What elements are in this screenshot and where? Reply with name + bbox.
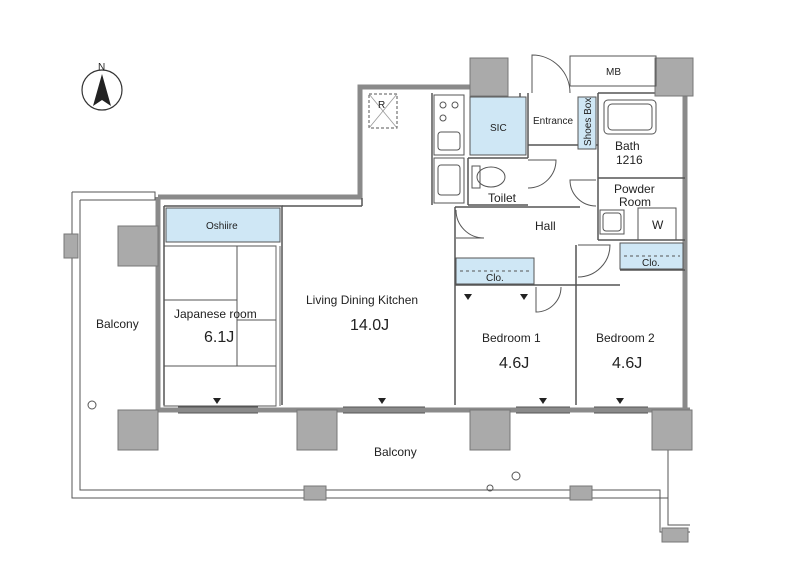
entry-arrows [213, 294, 624, 404]
door-swings [455, 54, 611, 313]
ldk-size: 14.0J [350, 317, 389, 334]
washer-label: W [652, 218, 664, 232]
compass: N [81, 62, 123, 111]
balcony-south-label: Balcony [374, 445, 417, 459]
bath-size: 1216 [616, 153, 643, 167]
japanese-room-name: Japanese room [174, 307, 257, 321]
shoes-box-label: Shoes Box [583, 98, 594, 146]
closet-2-label: Clo. [642, 258, 660, 269]
ldk-name: Living Dining Kitchen [306, 293, 418, 307]
entrance-label: Entrance [533, 116, 573, 127]
japanese-room-size: 6.1J [204, 329, 234, 346]
sic-area [469, 96, 527, 156]
kitchen-counter [433, 94, 465, 204]
drains [87, 400, 521, 492]
inner-walls [163, 92, 685, 405]
mb-label: MB [606, 67, 621, 78]
sliding-partition [275, 246, 281, 406]
compass-label: N [98, 62, 105, 73]
sic-label: SIC [490, 123, 507, 134]
storage-areas [165, 96, 684, 285]
bathtub [603, 99, 657, 135]
bath-label: Bath [615, 139, 640, 153]
bedroom-1-name: Bedroom 1 [482, 331, 541, 345]
washer-space: W [637, 207, 677, 241]
oshiire-area [165, 207, 281, 243]
mb-box: MB [569, 55, 657, 87]
balcony-west-label: Balcony [96, 317, 139, 331]
bedroom-2-size: 4.6J [612, 355, 642, 372]
hall-label: Hall [535, 219, 556, 233]
tatami-grid [163, 245, 277, 407]
oshiire-label: Oshiire [206, 221, 238, 232]
windows [178, 406, 648, 414]
powder-room-line2: Room [619, 195, 651, 209]
bedroom-2-name: Bedroom 2 [596, 331, 655, 345]
toilet-label: Toilet [488, 191, 517, 205]
fridge-label: R [378, 100, 385, 111]
columns [63, 57, 694, 543]
wash-basin [599, 209, 625, 235]
closet-1-label: Clo. [486, 273, 504, 284]
toilet-fixture [471, 165, 506, 189]
fridge-space: R [368, 93, 398, 129]
shoes-box-area [577, 96, 597, 150]
bedroom-1-size: 4.6J [499, 355, 529, 372]
powder-room-line1: Powder [614, 182, 655, 196]
